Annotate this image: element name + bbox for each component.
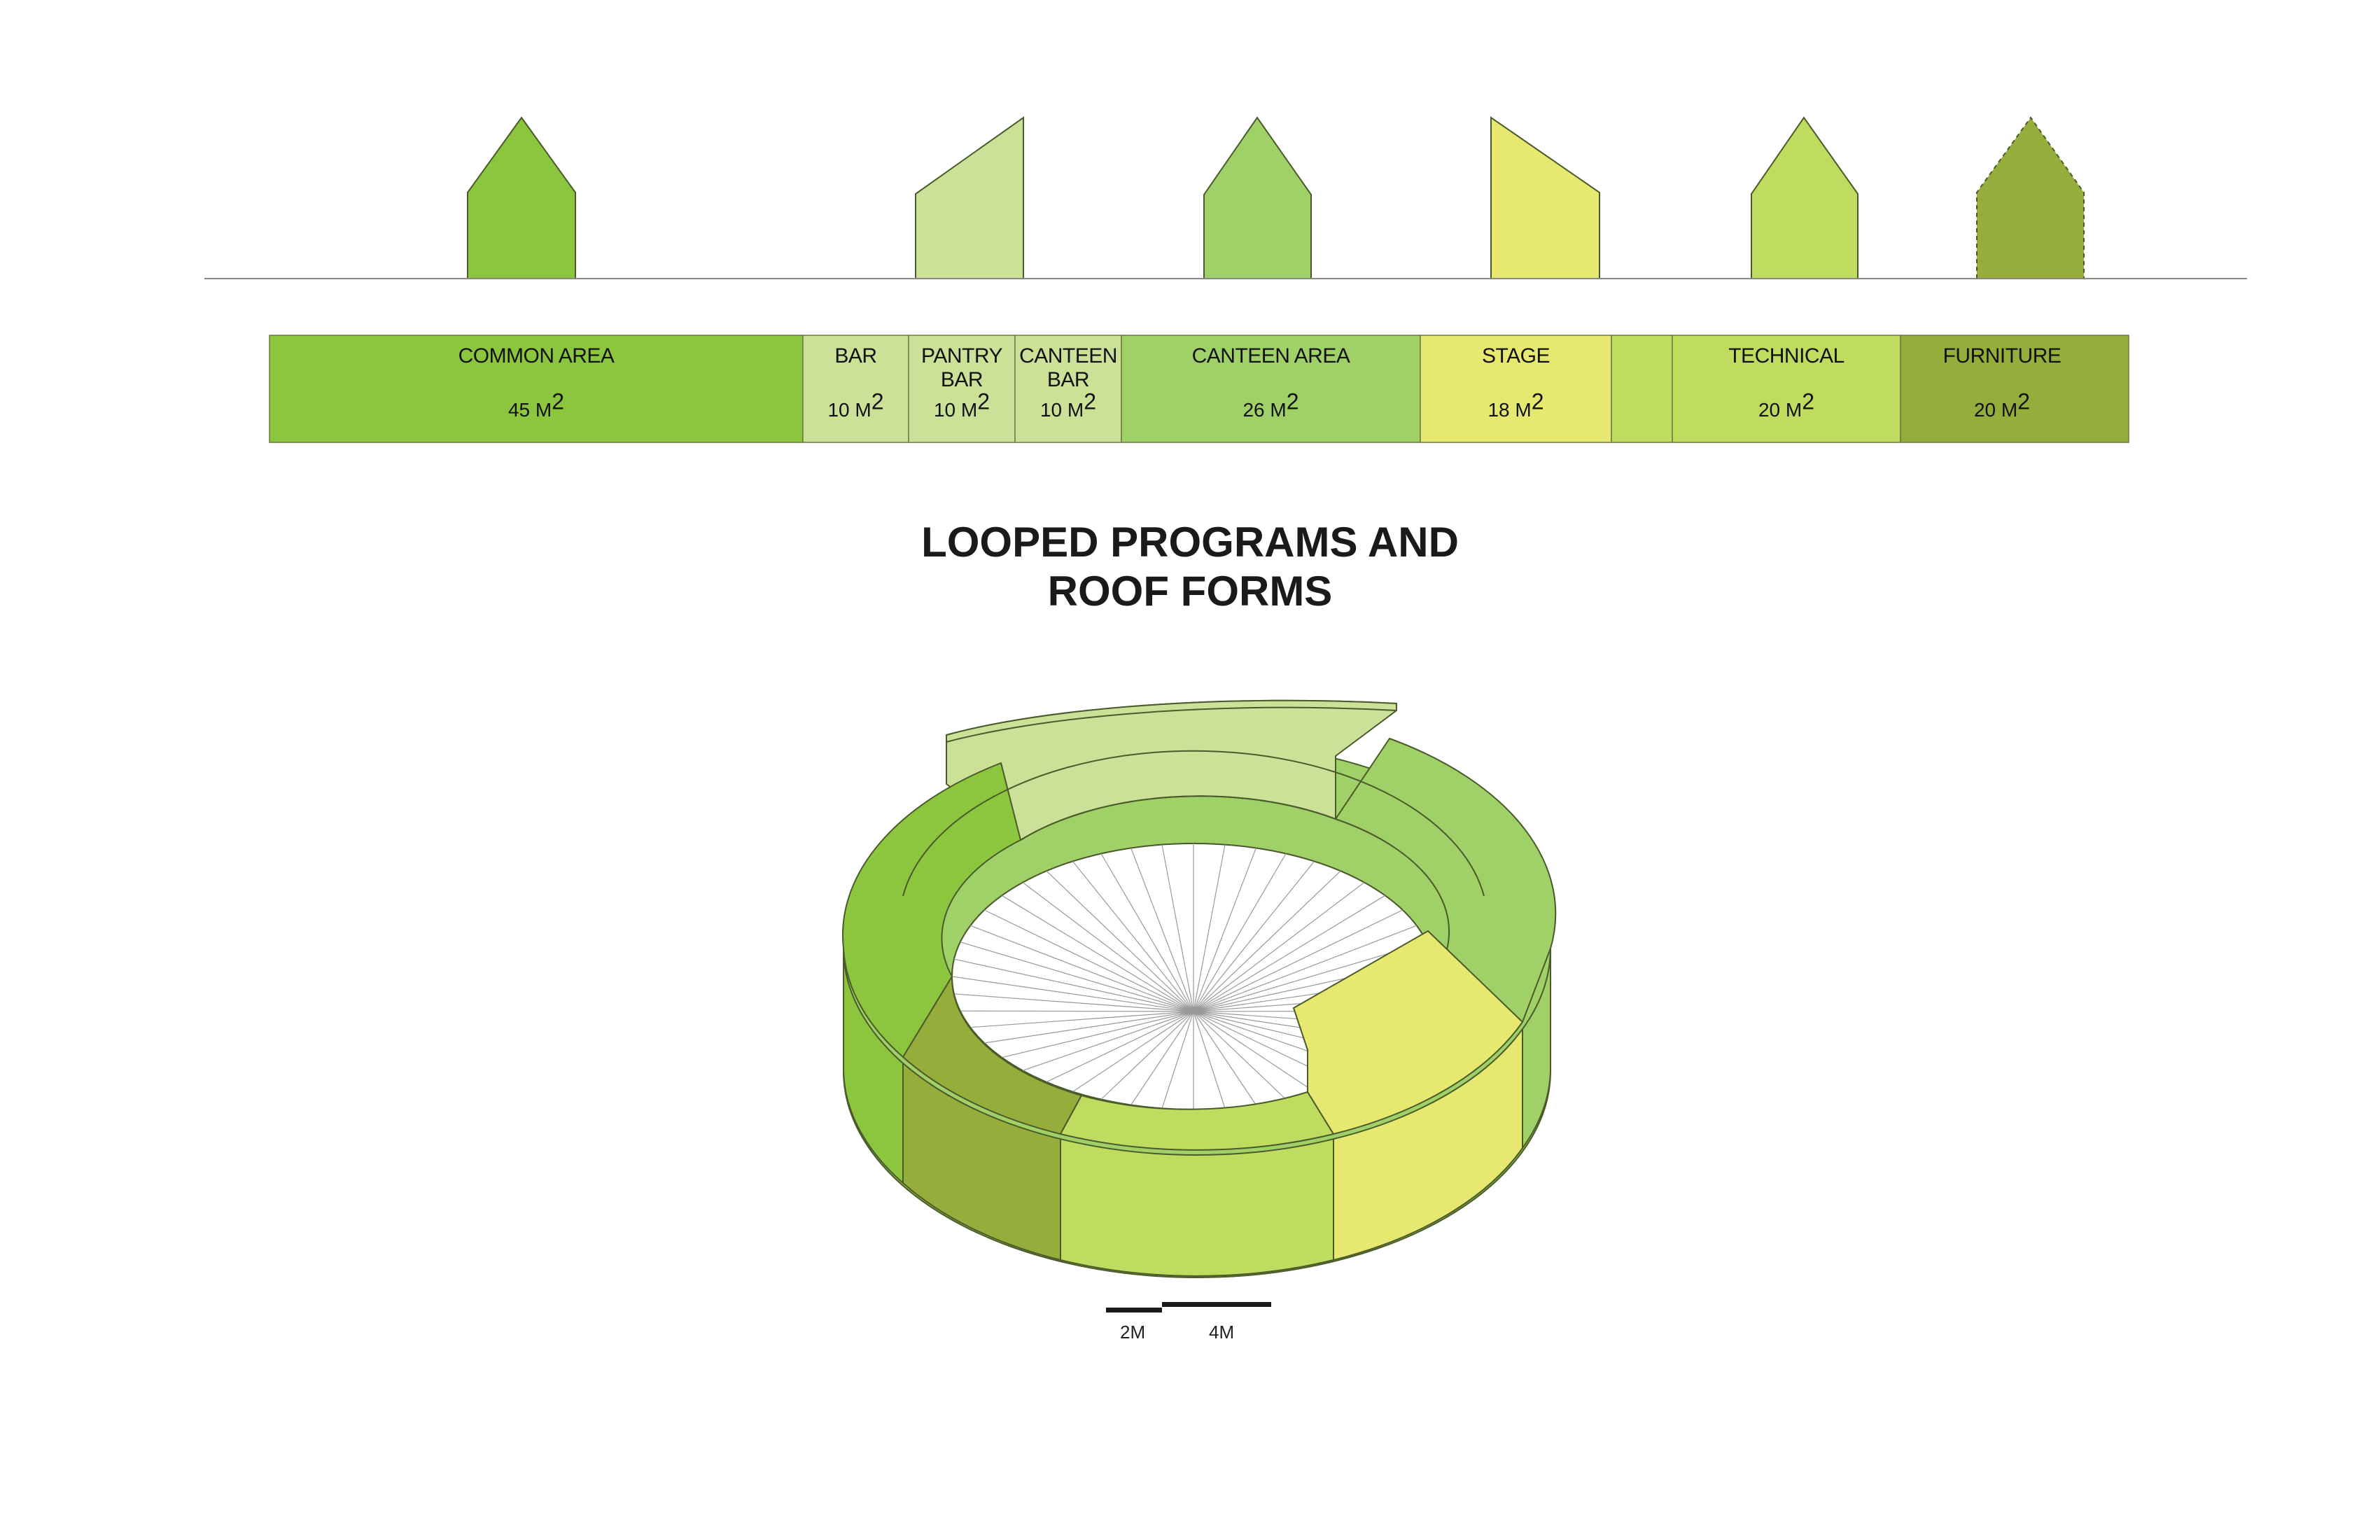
- roof-profiles: [467, 116, 2085, 279]
- strip-area-common-area: 45 M2: [507, 388, 565, 421]
- strip-label-furniture: FURNITURE: [1942, 344, 2062, 368]
- strip-area-stage: 18 M2: [1488, 388, 1544, 421]
- strip-label-technical: TECHNICAL: [1728, 344, 1844, 368]
- ring-block-furniture: [902, 976, 1082, 1135]
- roof-profile-furniture: [1976, 116, 2085, 279]
- court-spoke: [1100, 853, 1194, 1012]
- court-spoke: [983, 909, 1194, 1012]
- court-spoke: [1193, 1011, 1256, 1105]
- scale-bar-segment-2: [1162, 1302, 1271, 1307]
- strip-label-canteen-bar: CANTEEN BAR: [1019, 344, 1117, 391]
- court-spoke: [970, 925, 1194, 1012]
- inner-rim-line: [902, 750, 1485, 897]
- court-spoke: [1046, 870, 1194, 1012]
- court-spoke: [953, 958, 1194, 1012]
- strip-label-bar: BAR: [834, 344, 877, 368]
- scale-bar: [1106, 1302, 1271, 1312]
- court-spoke: [1193, 1011, 1315, 1092]
- court-spoke: [1193, 861, 1315, 1012]
- title-line-1: LOOPED PROGRAMS AND: [921, 519, 1459, 566]
- strip-label-canteen-area: CANTEEN AREA: [1191, 344, 1350, 368]
- court-spoke: [1072, 861, 1194, 1012]
- court-spoke: [1161, 844, 1194, 1012]
- court-spokes: [951, 844, 1436, 1110]
- court-spoke: [1193, 895, 1386, 1012]
- program-strip: [269, 335, 2129, 443]
- roof-profile-common-area: [467, 116, 576, 279]
- court-spoke: [960, 941, 1194, 1012]
- court-spoke: [970, 1011, 1194, 1028]
- strip-cell-common-area: [269, 335, 804, 443]
- strip-cell-stage-gap: [1611, 335, 1673, 443]
- court-spoke: [1193, 1011, 1226, 1109]
- strip-cell-furniture: [1900, 335, 2129, 443]
- strip-area-bar: 10 M2: [827, 388, 884, 421]
- strip-label-common-area: COMMON AREA: [458, 344, 615, 368]
- court-spoke: [1193, 853, 1287, 1012]
- court-spoke: [1193, 882, 1365, 1012]
- strip-cell-bar: [802, 335, 909, 443]
- roof-profile-technical: [1751, 116, 1858, 279]
- court-spoke: [1161, 1011, 1194, 1109]
- strip-area-technical: 20 M2: [1758, 388, 1815, 421]
- court-spoke: [1001, 895, 1194, 1012]
- ring-block-stage: [1293, 930, 1523, 1135]
- strip-cell-pantry-bar: [908, 335, 1016, 443]
- court-spoke: [1130, 848, 1194, 1012]
- court-spoke: [1100, 1011, 1194, 1100]
- looped-ring: [841, 699, 1557, 1278]
- scale-label-4m: 4M: [1209, 1322, 1235, 1343]
- mid-rim-line: [1020, 795, 1336, 841]
- roof-profile-bar: [915, 116, 1024, 279]
- court-spoke: [1130, 1011, 1194, 1105]
- court-spoke: [951, 976, 1194, 1012]
- ring-block-bar-top: [946, 699, 1397, 743]
- strip-cell-stage: [1420, 335, 1612, 443]
- roof-profile-stage: [1490, 116, 1600, 279]
- court-spoke: [953, 993, 1194, 1012]
- court-spoke: [1002, 1011, 1194, 1058]
- court-spoke: [1193, 870, 1341, 1012]
- title-line-2: ROOF FORMS: [1047, 568, 1333, 615]
- court-spoke: [1022, 882, 1194, 1012]
- ring-block-common-area: [841, 762, 1021, 1058]
- court-spoke: [1193, 925, 1417, 1012]
- strip-area-pantry-bar: 10 M2: [933, 388, 990, 421]
- strip-label-stage: STAGE: [1482, 344, 1550, 368]
- scale-label-2m: 2M: [1120, 1322, 1146, 1343]
- strip-area-furniture: 20 M2: [1973, 388, 2031, 421]
- court-spoke: [1193, 909, 1404, 1012]
- roof-profile-canteen-area: [1203, 116, 1312, 279]
- strip-area-canteen-area: 26 M2: [1242, 388, 1299, 421]
- court-spoke: [984, 1011, 1194, 1044]
- scale-bar-segment-1: [1106, 1308, 1162, 1312]
- strip-label-pantry-bar: PANTRY BAR: [921, 344, 1002, 391]
- strip-area-canteen-bar: 10 M2: [1040, 388, 1097, 421]
- court-spoke: [1072, 1011, 1194, 1092]
- court-spoke: [1022, 1011, 1194, 1071]
- court-spoke: [1046, 1011, 1194, 1083]
- court-spoke: [1193, 848, 1256, 1012]
- strip-cell-technical: [1672, 335, 1901, 443]
- court-spoke: [1193, 1011, 1287, 1100]
- diagram-title: LOOPED PROGRAMS AND ROOF FORMS: [770, 518, 1610, 616]
- court-spoke: [1193, 844, 1226, 1012]
